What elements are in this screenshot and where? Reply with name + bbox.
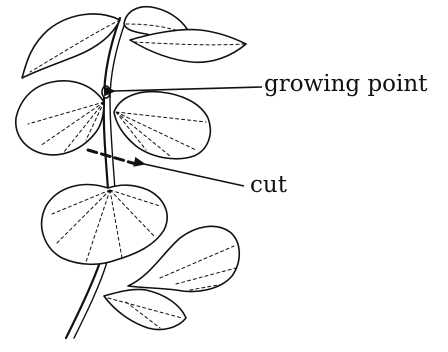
leaf-small-bottom [104, 289, 186, 329]
main-stem [66, 18, 120, 338]
growing-point-bud [102, 86, 110, 98]
growing-point-label: growing point [264, 73, 427, 96]
top-leaf-right [130, 30, 246, 63]
arrow-growing-point [114, 87, 262, 91]
cut-label: cut [250, 174, 287, 197]
leaf-large-lower [42, 185, 167, 265]
arrow-cut [144, 164, 244, 186]
leaf-right-middle [114, 92, 210, 159]
